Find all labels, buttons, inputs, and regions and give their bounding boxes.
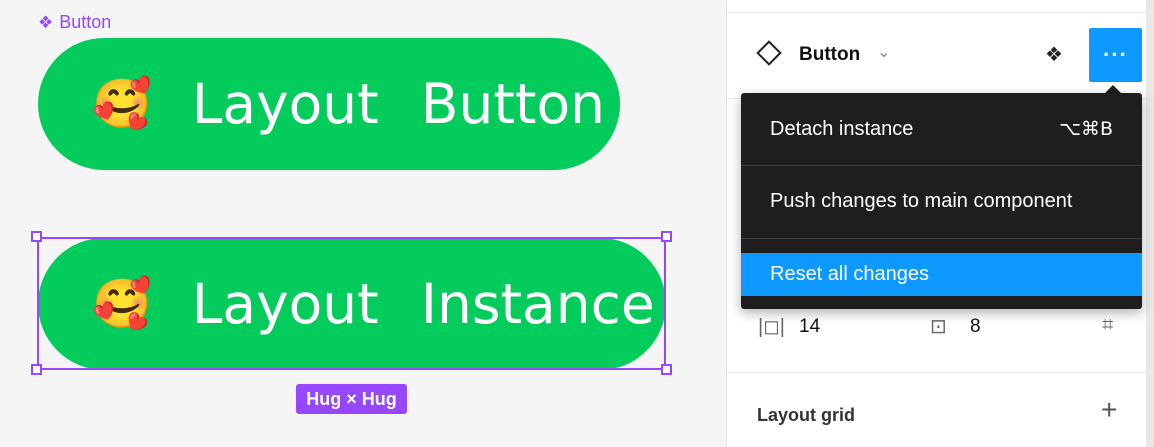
instance-icon xyxy=(756,40,782,66)
resize-handle-bottom-right[interactable] xyxy=(661,364,672,375)
panel-divider xyxy=(727,12,1147,13)
layout-button-main[interactable]: 🥰 Layout Button xyxy=(38,38,620,170)
menu-separator xyxy=(741,238,1142,239)
chevron-down-icon[interactable]: ⌄ xyxy=(877,44,891,61)
smiling-hearts-emoji-icon: 🥰 xyxy=(92,276,152,332)
horizontal-padding-icon: |◻| xyxy=(758,316,785,338)
menu-item-detach-instance[interactable]: Detach instance ⌥⌘B xyxy=(741,107,1142,151)
instance-word-1: Layout xyxy=(191,272,379,336)
component-icon: ❖ xyxy=(38,13,54,32)
individual-padding-icon[interactable]: ⌗ xyxy=(1102,314,1114,336)
menu-item-shortcut: ⌥⌘B xyxy=(1059,118,1113,140)
panel-scrollbar[interactable] xyxy=(1146,0,1154,447)
selection-box xyxy=(37,237,666,370)
menu-item-push-changes[interactable]: Push changes to main component xyxy=(741,179,1142,223)
menu-item-reset-all-changes[interactable]: Reset all changes xyxy=(741,253,1142,296)
horizontal-padding-value[interactable]: 14 xyxy=(799,316,821,337)
size-badge: Hug × Hug xyxy=(296,384,407,414)
vertical-padding-icon: ⊡ xyxy=(930,316,947,338)
vertical-padding-value[interactable]: 8 xyxy=(970,316,981,337)
instance-header: Button ⌄ ❖ ··· xyxy=(727,28,1147,82)
menu-item-label: Push changes to main component xyxy=(770,189,1073,212)
more-options-button[interactable]: ··· xyxy=(1089,28,1142,82)
layout-button-instance[interactable]: 🥰 Layout Instance xyxy=(38,238,666,370)
go-to-main-component-icon[interactable]: ❖ xyxy=(1045,44,1063,66)
instance-component-name[interactable]: Button xyxy=(799,44,861,65)
component-label-text: Button xyxy=(59,12,112,32)
instance-word-2: Instance xyxy=(420,272,655,336)
button-word-1: Layout xyxy=(191,72,379,136)
design-canvas[interactable]: ❖ Button 🥰 Layout Button 🥰 Layout Instan… xyxy=(0,0,726,447)
menu-item-label: Reset all changes xyxy=(770,263,929,285)
add-layout-grid-icon[interactable]: + xyxy=(1101,394,1118,425)
button-word-2: Button xyxy=(420,72,605,136)
smiling-hearts-emoji-icon: 🥰 xyxy=(92,76,152,132)
panel-divider xyxy=(727,372,1147,373)
resize-handle-bottom-left[interactable] xyxy=(31,364,42,375)
menu-pointer xyxy=(1104,85,1122,94)
instance-options-menu: Detach instance ⌥⌘B Push changes to main… xyxy=(741,93,1142,309)
auto-layout-padding-row: |◻| 14 ⊡ 8 ⌗ xyxy=(727,314,1147,344)
menu-separator xyxy=(741,165,1142,166)
menu-item-label: Detach instance xyxy=(770,117,914,140)
resize-handle-top-right[interactable] xyxy=(661,231,672,242)
component-frame-label[interactable]: ❖ Button xyxy=(38,12,111,33)
layout-grid-label: Layout grid xyxy=(757,405,855,425)
resize-handle-top-left[interactable] xyxy=(31,231,42,242)
